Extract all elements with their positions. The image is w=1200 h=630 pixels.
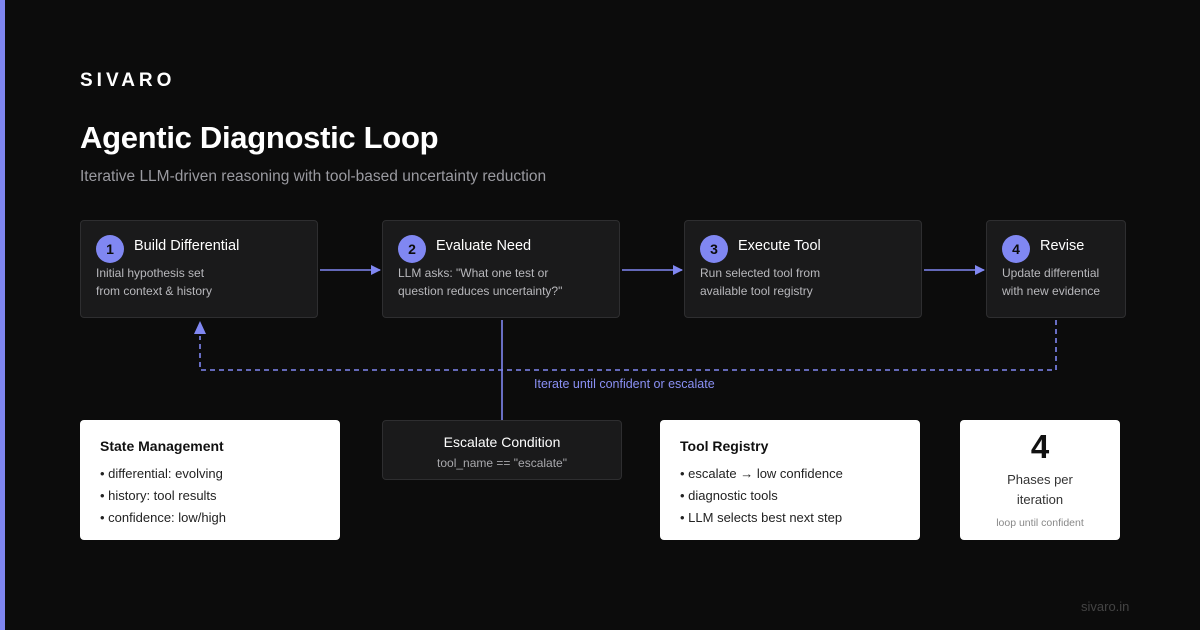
list-item: escalate → low confidence	[680, 463, 843, 485]
step-description-line: Run selected tool from	[700, 266, 821, 280]
step-description-line: LLM asks: "What one test or	[398, 266, 549, 280]
step-title: Build Differential	[134, 238, 240, 254]
escalate-code: tool_name == "escalate"	[437, 456, 567, 470]
loop-back-arrowhead	[194, 321, 206, 334]
accent-bar	[0, 0, 5, 630]
loop-label: Iterate until confident or escalate	[534, 377, 715, 391]
step-title: Evaluate Need	[436, 238, 532, 254]
stat-label-line: iteration	[1016, 492, 1064, 507]
card-list: differential: evolving history: tool res…	[100, 463, 226, 529]
stat-label-line: Phases per	[1007, 472, 1073, 487]
step-revise: 4 Revise Update differential with new ev…	[986, 220, 1126, 318]
step-description: Initial hypothesis set from context & hi…	[96, 264, 311, 300]
tool-registry-card: Tool Registry escalate → low confidence …	[660, 420, 920, 540]
step-number-badge: 2	[398, 235, 426, 263]
footer-url: sivaro.in	[1081, 599, 1130, 614]
page-subtitle: Iterative LLM-driven reasoning with tool…	[80, 168, 547, 185]
brand-logo-text: SIVARO	[80, 70, 176, 91]
loop-back-dashed-path	[199, 320, 1057, 371]
list-item: history: tool results	[100, 485, 226, 507]
escalate-title: Escalate Condition	[443, 434, 561, 450]
step-description-line: question reduces uncertainty?"	[398, 284, 563, 298]
card-list: escalate → low confidence diagnostic too…	[680, 463, 843, 529]
list-item: differential: evolving	[100, 463, 226, 485]
list-item: confidence: low/high	[100, 507, 226, 529]
stat-number: 4	[1030, 428, 1050, 465]
stat-note: loop until confident	[996, 517, 1084, 529]
step-number-badge: 3	[700, 235, 728, 263]
page-title: Agentic Diagnostic Loop	[80, 120, 439, 155]
step-description: Update differential with new evidence	[1002, 264, 1200, 300]
step-title: Revise	[1040, 238, 1085, 254]
state-management-card: State Management differential: evolving …	[80, 420, 340, 540]
step-description-line: available tool registry	[700, 284, 813, 298]
step-description: Run selected tool from available tool re…	[700, 264, 915, 300]
stat-label: Phases per iteration	[960, 470, 1120, 510]
step-number-badge: 1	[96, 235, 124, 263]
phases-stat-card: 4 Phases per iteration loop until confid…	[960, 420, 1120, 540]
step-number-badge: 4	[1002, 235, 1030, 263]
escalate-condition-box: Escalate Condition tool_name == "escalat…	[382, 420, 622, 480]
list-item: LLM selects best next step	[680, 507, 843, 529]
step-build-differential: 1 Build Differential Initial hypothesis …	[80, 220, 318, 318]
step-description-line: Update differential	[1002, 266, 1100, 280]
list-item: diagnostic tools	[680, 485, 843, 507]
step-description-line: Initial hypothesis set	[96, 266, 205, 280]
step-evaluate-need: 2 Evaluate Need LLM asks: "What one test…	[382, 220, 620, 318]
card-title: Tool Registry	[680, 438, 769, 454]
card-title: State Management	[100, 438, 224, 454]
step-description-line: from context & history	[96, 284, 213, 298]
step-execute-tool: 3 Execute Tool Run selected tool from av…	[684, 220, 922, 318]
step-description: LLM asks: "What one test or question red…	[398, 264, 613, 300]
step-title: Execute Tool	[738, 238, 821, 254]
step-description-line: with new evidence	[1002, 284, 1101, 298]
